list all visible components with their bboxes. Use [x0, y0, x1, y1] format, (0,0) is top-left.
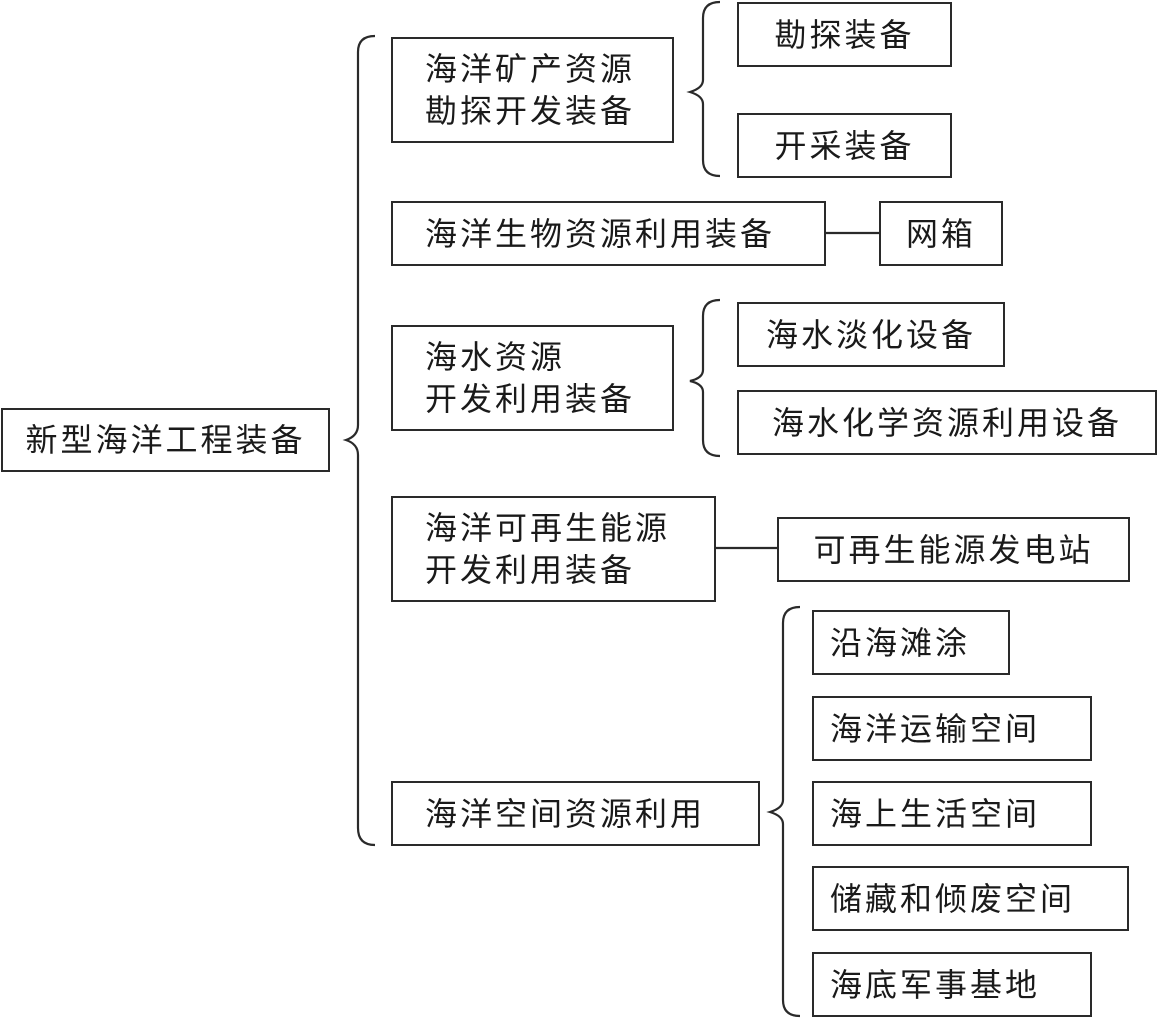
leaf-label: 海洋运输空间 [830, 709, 1041, 748]
category-label-line: 开发利用装备 [425, 551, 636, 589]
category-label-line: 海水资源 [425, 338, 566, 376]
leaf-node-transport-space: 海洋运输空间 [812, 696, 1092, 761]
category-node-renewable: 海洋可再生能源 开发利用装备 [391, 496, 716, 602]
leaf-node-power-station: 可再生能源发电站 [777, 517, 1130, 582]
leaf-node-exploration: 勘探装备 [737, 2, 952, 67]
category-1-brace [686, 0, 721, 178]
leaf-node-storage-dumping-space: 储藏和倾废空间 [812, 866, 1129, 931]
leaf-label: 海上生活空间 [830, 794, 1041, 833]
root-brace [342, 34, 376, 847]
category-label-line: 勘探开发装备 [425, 92, 636, 130]
leaf-label: 海底军事基地 [830, 965, 1041, 1004]
category-label-line: 海洋空间资源利用 [425, 794, 706, 833]
leaf-label: 沿海滩涂 [830, 623, 971, 662]
category-5-brace [766, 605, 801, 1018]
leaf-node-coastal-tidal-flats: 沿海滩涂 [812, 610, 1010, 675]
category-label-line: 海洋可再生能源 [425, 509, 671, 547]
leaf-label: 可再生能源发电站 [813, 530, 1094, 569]
leaf-node-net-cage: 网箱 [879, 201, 1003, 266]
leaf-label: 开采装备 [774, 126, 915, 165]
root-label: 新型海洋工程装备 [25, 421, 306, 459]
category-node-mineral: 海洋矿产资源 勘探开发装备 [391, 37, 674, 143]
leaf-label: 勘探装备 [774, 15, 915, 54]
leaf-label: 网箱 [905, 214, 976, 253]
leaf-node-mining: 开采装备 [737, 113, 952, 178]
leaf-node-desalination: 海水淡化设备 [737, 302, 1005, 367]
leaf-label: 海水淡化设备 [765, 315, 976, 354]
category-label-line: 开发利用装备 [425, 380, 636, 418]
leaf-label: 海水化学资源利用设备 [771, 403, 1122, 442]
category-node-seawater: 海水资源 开发利用装备 [391, 325, 674, 431]
category-node-space: 海洋空间资源利用 [391, 781, 760, 846]
leaf-label: 储藏和倾废空间 [830, 879, 1076, 918]
leaf-node-living-space: 海上生活空间 [812, 781, 1092, 846]
category-3-brace [689, 298, 721, 458]
category-label-line: 海洋矿产资源 [425, 50, 636, 88]
root-node: 新型海洋工程装备 [1, 408, 330, 472]
leaf-node-seawater-chemical: 海水化学资源利用设备 [737, 390, 1157, 455]
leaf-node-seabed-military-base: 海底军事基地 [812, 952, 1092, 1017]
category-node-biological: 海洋生物资源利用装备 [391, 201, 826, 266]
category-label-line: 海洋生物资源利用装备 [425, 214, 776, 253]
